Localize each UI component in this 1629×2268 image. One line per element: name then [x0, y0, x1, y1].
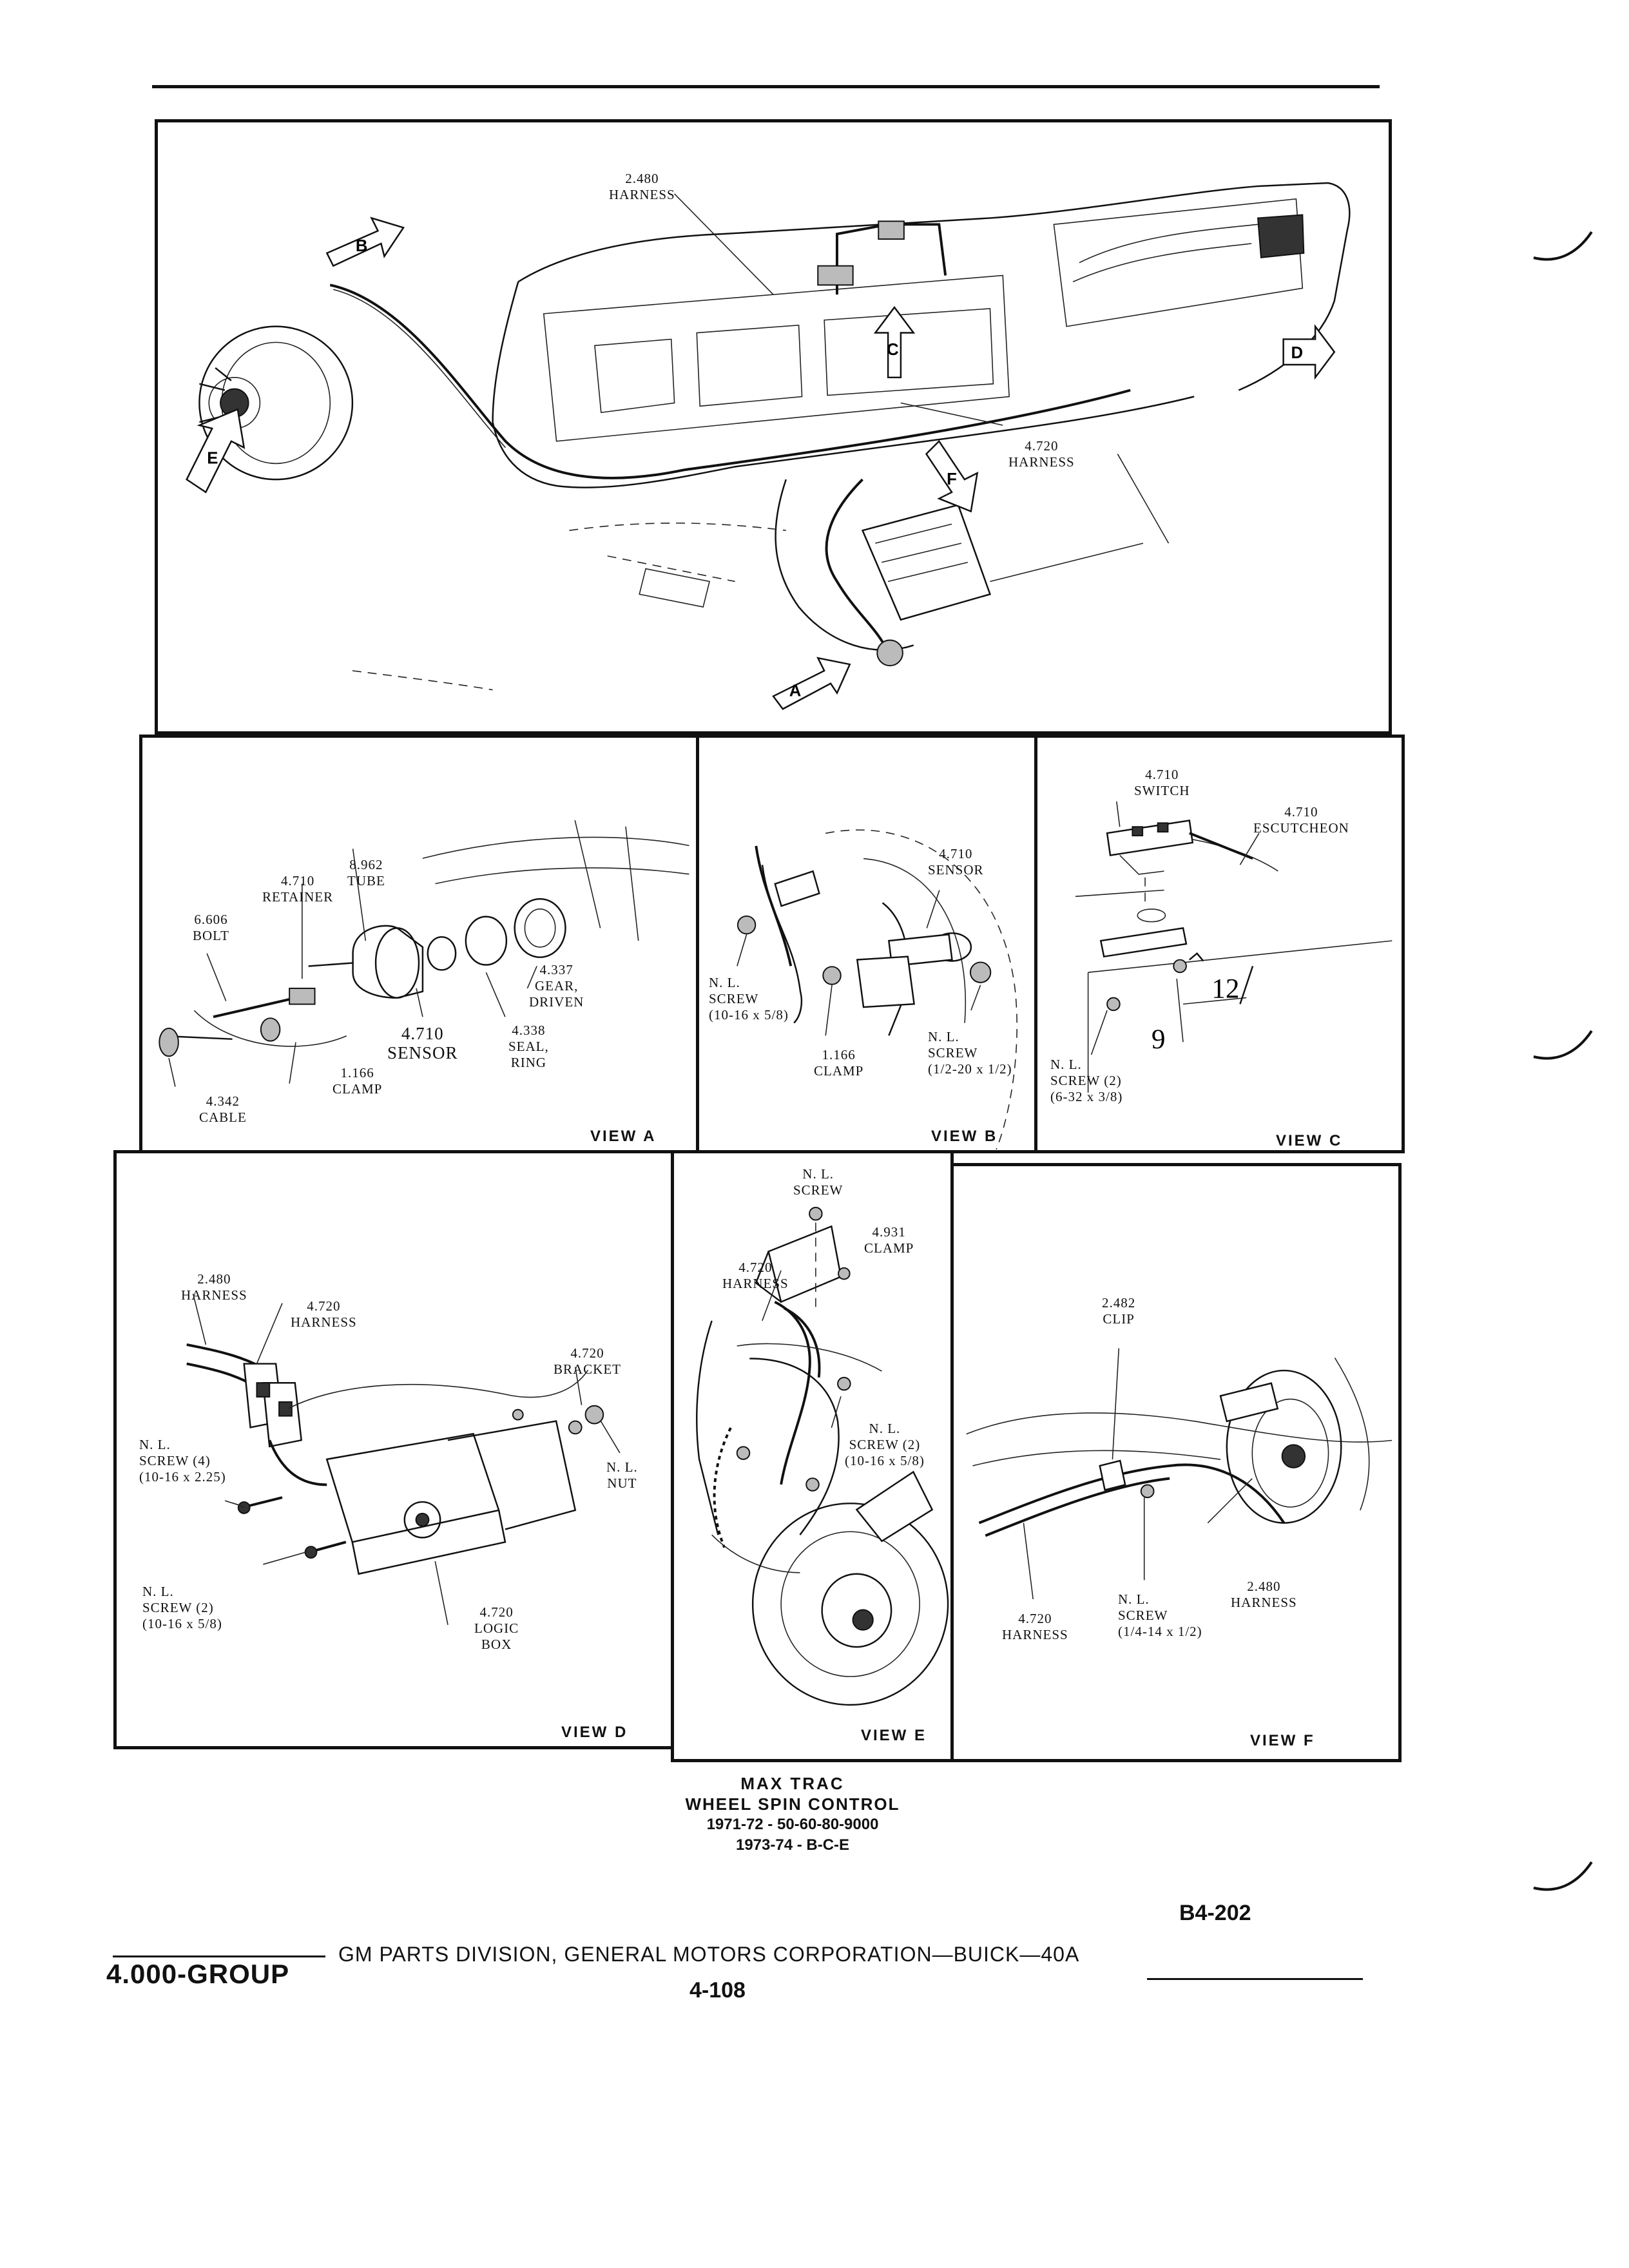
view-b-illustration [737, 829, 1017, 1150]
svg-text:12: 12 [1211, 974, 1239, 1004]
svg-text:C: C [887, 341, 899, 359]
caption-years-2: 1973-74 - B-C-E [735, 1836, 850, 1854]
footer-rule-right [1147, 1978, 1363, 1980]
view-a-tag: VIEW A [590, 1128, 657, 1145]
view-e-illustration [696, 1207, 949, 1706]
caption-subtitle: WHEEL SPIN CONTROL [685, 1794, 900, 1814]
reference-code: B4-202 [1179, 1901, 1251, 1925]
binding-marks [1533, 231, 1593, 1891]
view-e-label-screw-2: N. L.SCREW (2)(10-16 x 5/8) [845, 1421, 925, 1468]
svg-text:D: D [1291, 344, 1303, 362]
svg-text:B: B [356, 237, 368, 255]
view-b-tag: VIEW B [931, 1128, 998, 1145]
view-a-illustration [159, 820, 689, 1087]
view-f-illustration [966, 1348, 1393, 1600]
view-f-tag: VIEW F [1250, 1732, 1315, 1749]
svg-text:9: 9 [1152, 1024, 1166, 1055]
view-d-label-screw-2: N. L.SCREW (2)(10-16 x 5/8) [142, 1584, 222, 1631]
view-d-tag: VIEW D [561, 1724, 628, 1741]
view-f-label-screw: N. L.SCREW(1/4-14 x 1/2) [1118, 1591, 1202, 1639]
header-rule [152, 85, 1380, 88]
arrow-f-icon: F [925, 439, 979, 513]
arrow-a-icon: A [772, 657, 851, 710]
arrow-d-icon: D [1282, 323, 1336, 380]
view-e-tag: VIEW E [861, 1727, 927, 1744]
arrow-c-icon: C [873, 305, 916, 379]
caption-years-1: 1971-72 - 50-60-80-9000 [706, 1816, 879, 1833]
footer-group: 4.000-GROUP [106, 1959, 290, 1989]
svg-text:A: A [789, 682, 802, 700]
svg-text:E: E [207, 449, 218, 467]
svg-text:F: F [947, 470, 957, 488]
view-c-illustration: 12 9 [1075, 801, 1393, 1093]
arrow-e-icon: E [186, 408, 246, 494]
view-c-tag: VIEW C [1276, 1132, 1343, 1149]
view-b-label-screw-right: N. L.SCREW(1/2-20 x 1/2) [928, 1029, 1012, 1077]
footer-division: GM PARTS DIVISION, GENERAL MOTORS CORPOR… [338, 1943, 1080, 1966]
view-e-label-screw-top: N. L.SCREW [793, 1166, 843, 1198]
caption-title: MAX TRAC [740, 1774, 845, 1793]
arrow-b-icon: B [325, 216, 405, 267]
view-d-illustration [186, 1293, 621, 1625]
view-d-label-nut: N. L.NUT [606, 1459, 638, 1491]
view-c-label-screw: N. L.SCREW (2)(6-32 x 3/8) [1050, 1057, 1123, 1104]
view-b-label-screw-left: N. L.SCREW(10-16 x 5/8) [709, 975, 789, 1023]
main-view-illustration: B C D E F A [186, 182, 1351, 710]
view-d-label-screw-4: N. L.SCREW (4)(10-16 x 2.25) [139, 1437, 226, 1485]
footer-page-number: 4-108 [689, 1978, 746, 2003]
footer-rule-left [113, 1956, 325, 1957]
